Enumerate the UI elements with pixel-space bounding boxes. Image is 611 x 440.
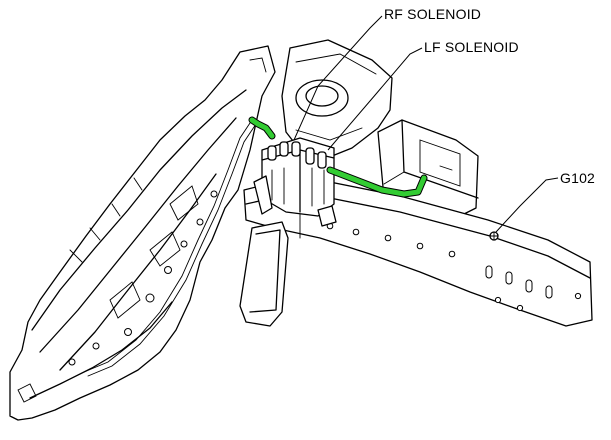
lf-solenoid-label: LF SOLENOID [424,39,519,55]
rf-solenoid-leader [293,15,383,141]
highlighted-harness [248,116,428,198]
g102-leader [495,177,559,233]
left-apron-panel [9,45,276,421]
abs-solenoid-assembly [253,137,337,227]
callout-leaders [293,15,559,233]
rf-solenoid-label: RF SOLENOID [384,6,482,22]
g102-ground-point [489,231,499,241]
highlight-harness-short [249,117,275,139]
highlight-harness-long [327,167,427,197]
front-bracket [239,221,289,327]
lf-solenoid-leader [327,47,423,151]
g102-label: G102 [560,170,596,186]
main-wiring-harness [83,119,257,377]
